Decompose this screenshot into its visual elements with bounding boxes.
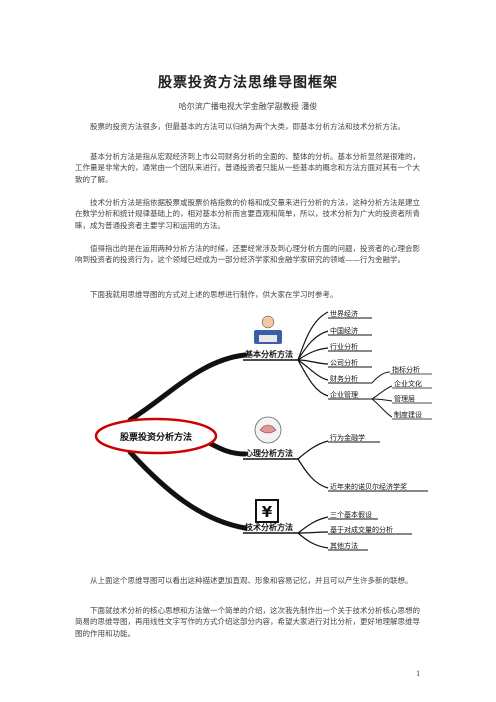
- item-nobel-prize: 近年来的诺贝尔经济学奖: [330, 482, 407, 491]
- branch-label-basic: 基本分析方法: [244, 349, 293, 359]
- person-reading-icon: [254, 315, 282, 344]
- item-financial-analysis: 财务分析: [330, 374, 358, 383]
- item-three-assumptions: 三个基本假设: [330, 510, 372, 519]
- paragraph-7: 下面就技术分析的核心思想和方法做一个简单的介绍，这次我先制作出一个关于技术分析核…: [75, 606, 420, 638]
- yen-glyph: ¥: [262, 503, 273, 521]
- item-behavioral-finance: 行为金融学: [330, 433, 365, 442]
- document-title: 股票投资方法思维导图框架: [158, 75, 338, 91]
- brain-person-icon: [254, 416, 282, 444]
- branch-label-psych: 心理分析方法: [245, 448, 293, 458]
- page-number: 1: [416, 670, 421, 678]
- paragraph-6: 从上面这个思维导图可以看出这种描述更加直观、形象和容易记忆，并且可以产生许多新的…: [90, 576, 413, 585]
- item-management-team: 管理层: [394, 394, 415, 403]
- branch-label-tech: 技术分析方法: [245, 522, 293, 532]
- item-china-economy: 中国经济: [330, 326, 358, 335]
- item-corporate-culture: 企业文化: [394, 379, 422, 388]
- paragraph-3: 技术分析方法是指依据股票或股票价格指数的价格和成交量来进行分析的方法，这种分析方…: [75, 198, 420, 230]
- center-label: 股票投资分析方法: [120, 431, 192, 443]
- center-node: [94, 417, 218, 455]
- branch-curve-basic: [127, 352, 248, 423]
- item-industry-analysis: 行业分析: [330, 342, 358, 351]
- branch-curve-tech: [127, 449, 248, 531]
- yen-icon: ¥: [255, 499, 279, 523]
- item-system-building: 制度建设: [394, 410, 422, 419]
- paragraph-1: 股票的投资方法很多，但最基本的方法可以归纳为两个大类，即基本分析方法和技术分析方…: [90, 122, 405, 131]
- paragraph-2: 基本分析方法是指从宏观经济到上市公司财务分析的全面的、整体的分析。基本分析显然是…: [75, 152, 420, 184]
- author-line: 哈尔滨广播电视大学金融学副教授 潘俊: [178, 102, 318, 111]
- item-company-analysis: 公司分析: [330, 358, 358, 367]
- paragraph-5: 下面我就用思维导图的方式对上述的思想进行制作，供大家在学习时参考。: [90, 290, 338, 299]
- item-enterprise-management: 企业管理: [330, 390, 358, 399]
- item-indicator-analysis: 指标分析: [392, 365, 420, 374]
- item-world-economy: 世界经济: [330, 309, 358, 318]
- paragraph-4: 值得指出的是在运用两种分析方法的时候，还要经常涉及到心理分析方面的问题，投资者的…: [75, 244, 420, 265]
- item-other-methods: 其他方法: [330, 541, 358, 550]
- item-volume-analysis: 基于对成交量的分析: [330, 525, 393, 534]
